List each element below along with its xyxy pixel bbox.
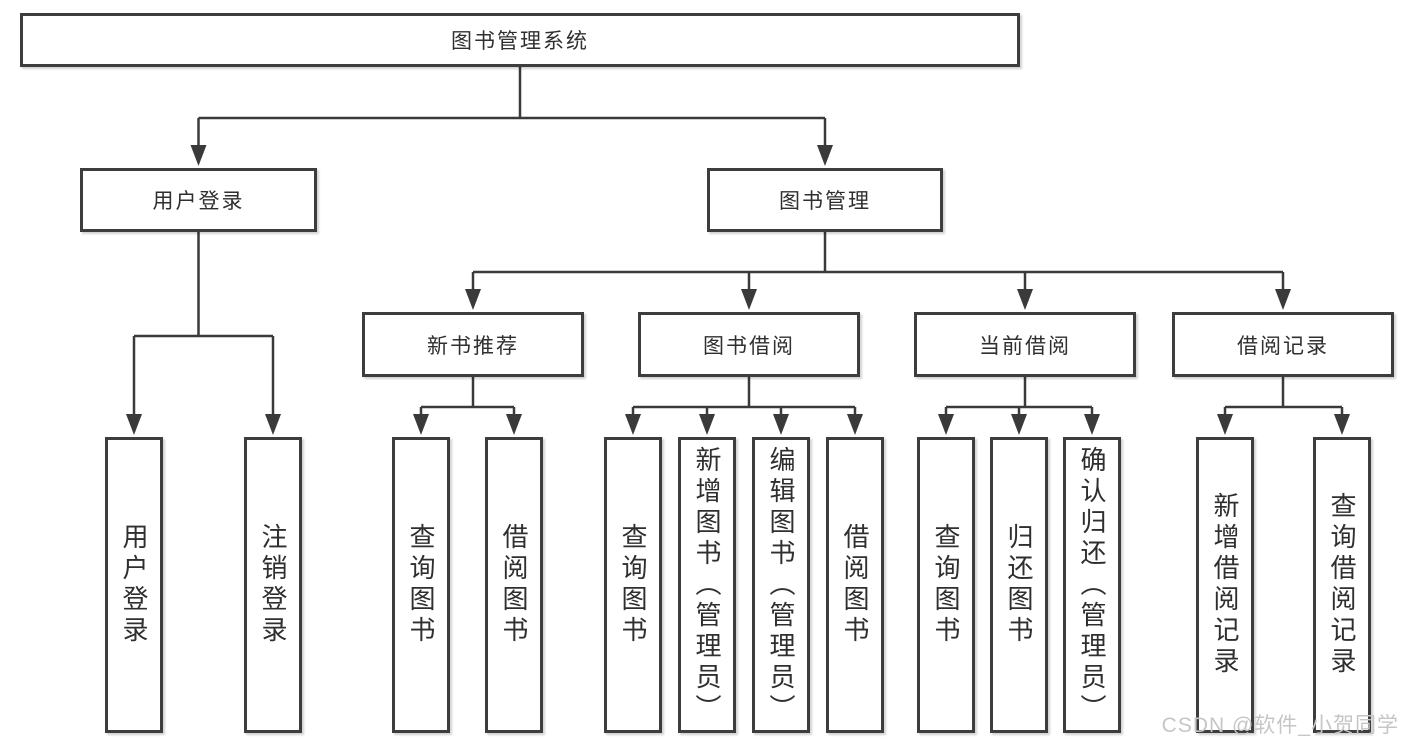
node-user-login: 用户登录: [80, 168, 317, 232]
node-borrow-records: 借阅记录: [1172, 312, 1394, 377]
node-book-management: 图书管理: [707, 168, 943, 232]
leaf-query-books-borrow: 查询图书: [604, 437, 662, 733]
leaf-borrow-books: 借阅图书: [826, 437, 884, 733]
leaf-borrow-books-recommend: 借阅图书: [485, 437, 543, 733]
watermark: CSDN @软件_小贺同学: [1161, 714, 1399, 737]
leaf-query-books-current: 查询图书: [917, 437, 975, 733]
leaf-logout: 注销登录: [244, 437, 302, 733]
leaf-user-login: 用户登录: [105, 437, 163, 733]
leaf-confirm-return-admin: 确认归还（管理员）: [1063, 437, 1121, 733]
leaf-add-borrow-record: 新增借阅记录: [1196, 437, 1254, 733]
leaf-query-books-recommend: 查询图书: [392, 437, 450, 733]
leaf-query-borrow-record: 查询借阅记录: [1313, 437, 1371, 733]
leaf-add-books-admin: 新增图书（管理员）: [678, 437, 736, 733]
node-root: 图书管理系统: [20, 13, 1020, 67]
leaf-edit-books-admin: 编辑图书（管理员）: [752, 437, 810, 733]
node-new-book-recommend: 新书推荐: [362, 312, 584, 377]
leaf-return-books: 归还图书: [990, 437, 1048, 733]
node-current-borrow: 当前借阅: [914, 312, 1136, 377]
node-book-borrow: 图书借阅: [638, 312, 860, 377]
